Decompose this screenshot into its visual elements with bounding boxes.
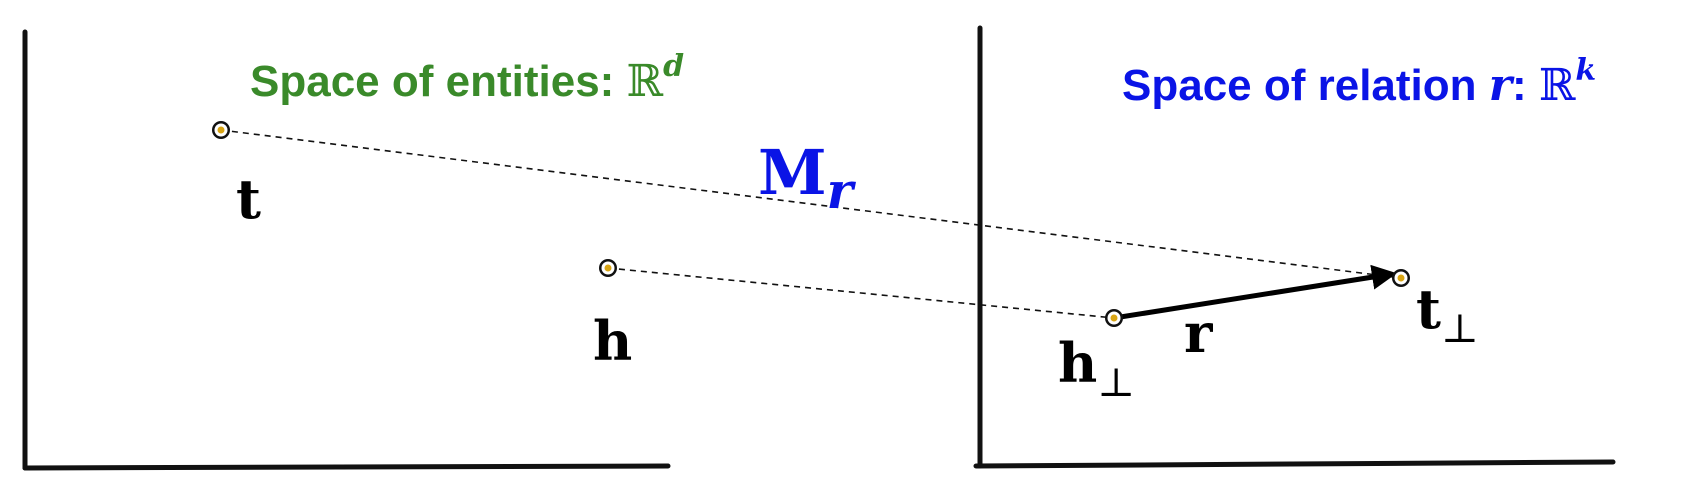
projection-line-t <box>220 129 1402 279</box>
point-h-perp <box>1105 309 1123 327</box>
projection-line-h <box>607 267 1115 319</box>
label-h-perp-base: h <box>1058 331 1097 395</box>
relation-vector-arrow <box>1113 264 1397 321</box>
point-t <box>212 121 230 139</box>
entity-space-title-text: Space of entities: <box>250 57 627 106</box>
relation-space-title: Space of relation r: ℝk <box>1122 53 1596 111</box>
entity-space-dim: d <box>663 49 684 84</box>
relation-space-title-colon: : <box>1512 61 1539 110</box>
entity-space-x-axis <box>22 463 671 471</box>
label-h: h <box>593 309 632 373</box>
label-t-perp-symbol: ⊥ <box>1441 306 1479 352</box>
label-relation-vector: r <box>1184 301 1213 365</box>
entity-space-real-symbol: ℝ <box>627 56 664 107</box>
relation-space-dim: k <box>1575 53 1596 88</box>
label-h-perp: h⊥ <box>1058 331 1135 406</box>
matrix-subscript: r <box>827 161 857 220</box>
relation-space-x-axis <box>973 459 1616 469</box>
point-t-perp <box>1392 269 1410 287</box>
relation-space-real-symbol: ℝ <box>1539 60 1576 111</box>
relation-space-title-text: Space of relation <box>1122 61 1489 110</box>
label-t: t <box>236 167 261 231</box>
label-h-perp-symbol: ⊥ <box>1097 360 1135 406</box>
point-h <box>599 259 617 277</box>
matrix-symbol: M <box>758 136 827 209</box>
relation-space-title-var: r <box>1489 60 1515 111</box>
entity-space-title: Space of entities: ℝd <box>250 49 684 107</box>
label-t-perp: t⊥ <box>1416 277 1479 352</box>
projection-matrix-label: Mr <box>758 136 857 220</box>
label-t-perp-base: t <box>1416 277 1441 341</box>
